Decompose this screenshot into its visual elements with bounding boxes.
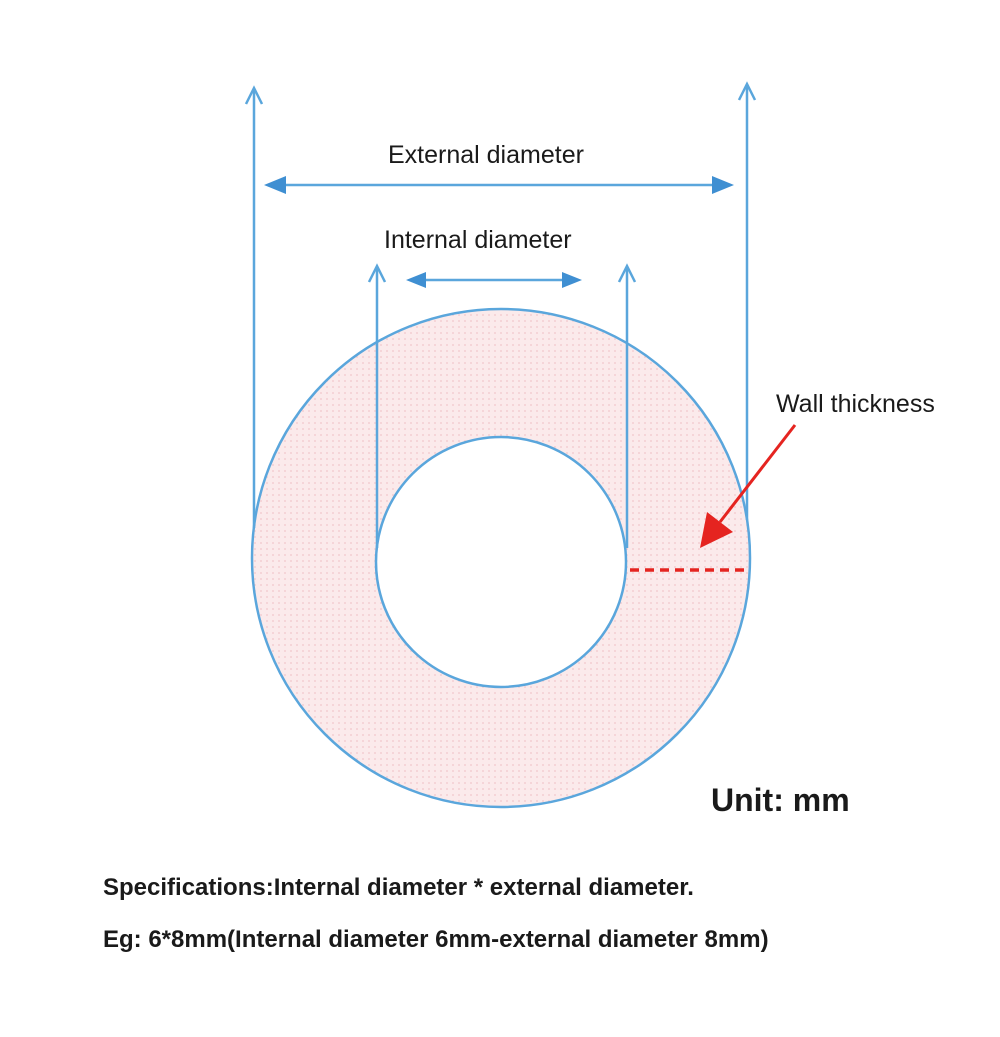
- internal-diameter-label: Internal diameter: [384, 226, 572, 254]
- external-left-extension-line: [244, 85, 264, 528]
- wall-thickness-label: Wall thickness: [776, 390, 935, 418]
- internal-diameter-arrow: [406, 272, 582, 288]
- external-right-extension-line: [737, 81, 757, 520]
- external-diameter-arrow: [264, 176, 734, 194]
- internal-right-extension-line: [617, 263, 637, 548]
- internal-left-extension-line: [367, 263, 387, 548]
- outer-circle: [250, 307, 752, 809]
- external-diameter-label: External diameter: [388, 141, 584, 169]
- example-note: Eg: 6*8mm(Internal diameter 6mm-external…: [103, 926, 769, 953]
- inner-circle: [374, 435, 628, 689]
- specifications-note: Specifications:Internal diameter * exter…: [103, 874, 694, 901]
- unit-label: Unit: mm: [711, 782, 850, 818]
- wall-thickness-pointer-arrow: [700, 424, 797, 548]
